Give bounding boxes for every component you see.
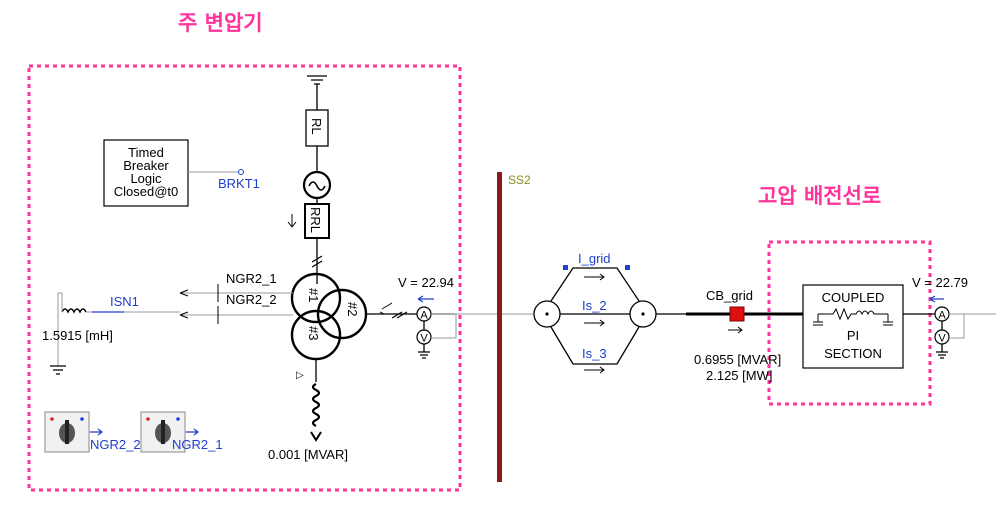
output-tick-icon	[391, 311, 408, 319]
isn1-label: ISN1	[110, 294, 139, 309]
brkt-signal-node	[238, 169, 244, 175]
breaker-logic-line3: Logic	[130, 171, 162, 186]
svg-text:A: A	[420, 310, 428, 322]
svg-text:V: V	[938, 333, 946, 345]
inductance-value: 1.5915 [mH]	[42, 328, 113, 343]
rrl-element[interactable]: RRL	[304, 203, 330, 239]
winding-3-inductor[interactable]	[311, 383, 321, 427]
winding-3-arrow-icon	[310, 431, 322, 442]
hv-line-highlight-box	[767, 240, 932, 406]
breaker-logic-line1: Timed	[128, 145, 164, 160]
ngr2-2-arrow-icon	[179, 311, 189, 319]
breaker-mw-label: 2.125 [MW]	[706, 368, 772, 383]
ngr2-1-switch-widget[interactable]	[140, 411, 186, 453]
ngr2-2-switch-arrow-icon	[90, 428, 103, 436]
branch-mid-arrow-icon	[584, 319, 605, 327]
ground-symbol-left	[50, 365, 66, 375]
branch-splitter-left[interactable]	[533, 300, 561, 328]
voltage-source-icon[interactable]	[302, 170, 332, 200]
right-meter-loop	[949, 313, 996, 339]
rl-label: RL	[309, 118, 324, 135]
main-transformer-highlight-box	[27, 64, 462, 492]
rl-element[interactable]: RL	[305, 109, 329, 147]
pi-section-shunt-icon	[813, 314, 893, 326]
rrl-current-arrow-icon	[287, 214, 297, 228]
breaker-flow-arrow-icon	[728, 326, 743, 334]
ground-symbol-top	[307, 75, 327, 85]
pi-section-line1: COUPLED	[822, 290, 885, 305]
winding-3-delta-icon: ▷	[296, 370, 304, 381]
branch-top-wire	[550, 267, 640, 302]
ngr2-1-switch-label: NGR2_1	[172, 437, 223, 452]
brkt-signal-label: BRKT1	[218, 176, 260, 191]
ngr2-1-label: NGR2_1	[226, 271, 277, 286]
ngr2-1-arrow-icon	[179, 289, 189, 297]
pi-section-series-icon	[818, 307, 888, 321]
inductor-isn1[interactable]	[61, 308, 87, 314]
svg-text:A: A	[938, 310, 946, 322]
branch-splitter-right[interactable]	[629, 300, 657, 328]
breaker-mvar-label: 0.6955 [MVAR]	[694, 352, 781, 367]
ground-symbol-voltmeter-left	[418, 344, 430, 359]
pi-section-line2: PI	[847, 328, 859, 343]
branch-top-marker-left	[563, 265, 568, 270]
winding-3-label: #3	[306, 326, 321, 340]
isn1-ground-wire	[57, 292, 63, 366]
ngr2-2-switch-label: NGR2_2	[90, 437, 141, 452]
branch-top-label: I_grid	[578, 251, 611, 266]
ammeter-right[interactable]: A	[934, 306, 950, 322]
branch-bot-label: Is_3	[582, 346, 607, 361]
branch-top-arrow-icon	[584, 273, 605, 281]
ngr2-2-switch-widget[interactable]	[44, 411, 90, 453]
v-right-arrow-icon	[929, 295, 944, 303]
branch-mid-label: Is_2	[582, 298, 607, 313]
ngr2-1-switch-arrow-icon	[186, 428, 199, 436]
cb-grid-breaker[interactable]	[729, 306, 745, 322]
ground-symbol-voltmeter-right	[936, 344, 948, 359]
winding-1-label: #1	[306, 288, 321, 302]
pi-section-line3: SECTION	[824, 346, 882, 361]
v-left-arrow-icon	[417, 295, 434, 303]
timed-breaker-logic-block[interactable]: Timed Breaker Logic Closed@t0	[103, 139, 189, 207]
hv-line-title: 고압 배전선로	[758, 184, 881, 208]
three-winding-transformer[interactable]: #1 #2 #3	[290, 272, 368, 361]
svg-text:V: V	[420, 333, 428, 345]
voltmeter-left[interactable]: V	[416, 329, 432, 345]
rrl-label: RRL	[308, 207, 323, 233]
coupled-pi-section-block[interactable]: COUPLED PI SECTION	[802, 284, 904, 369]
left-meter-loop	[431, 313, 457, 339]
three-phase-tick-icon	[311, 255, 323, 268]
v-left-label: V = 22.94	[398, 275, 454, 290]
breaker-label: CB_grid	[706, 288, 753, 303]
voltmeter-right[interactable]: V	[934, 329, 950, 345]
branch-bot-arrow-icon	[584, 366, 605, 374]
bus-ss2-label: SS2	[508, 173, 531, 187]
main-transformer-title: 주 변압기	[178, 11, 263, 35]
mvar-reading-left: 0.001 [MVAR]	[268, 447, 348, 462]
ammeter-left[interactable]: A	[416, 306, 432, 322]
ngr2-2-label: NGR2_2	[226, 292, 277, 307]
branch-bot-wire	[550, 326, 640, 365]
breaker-logic-line4: Closed@t0	[114, 184, 179, 199]
breaker-logic-line2: Breaker	[123, 158, 169, 173]
winding-2-wye-icon	[379, 302, 393, 315]
bus-ss2[interactable]	[497, 172, 502, 482]
winding-2-label: #2	[345, 302, 360, 316]
branch-top-marker-right	[625, 265, 630, 270]
v-right-label: V = 22.79	[912, 275, 968, 290]
